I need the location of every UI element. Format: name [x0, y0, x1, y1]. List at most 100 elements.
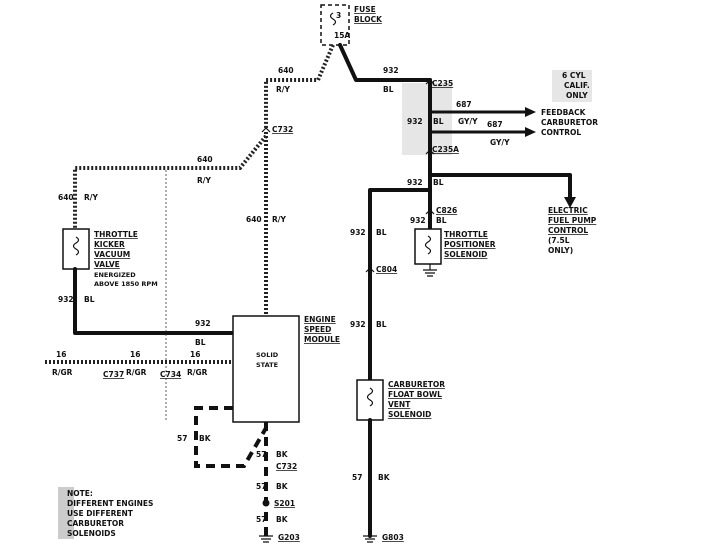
ground-g803: G803 [382, 533, 404, 542]
efp-label-3: CONTROL [548, 226, 588, 235]
wire-640-num-a: 640 [278, 66, 294, 75]
connector-c732-top: C732 [272, 125, 293, 134]
wire-bk-a: BK [378, 473, 391, 482]
connector-c804-mark [365, 267, 375, 273]
cfb-label-1: CARBURETOR [388, 380, 445, 389]
cfb-label-3: VENT [388, 400, 411, 409]
wire-ry-c: R/Y [197, 176, 212, 185]
connector-c826: C826 [436, 206, 457, 215]
throttle-kicker-vacuum-valve [62, 228, 90, 270]
esm-label-1: ENGINE [304, 315, 336, 324]
connector-c235a-mark [425, 149, 435, 155]
splice-s201: S201 [274, 499, 295, 508]
wire-57-num-c: 57 [256, 450, 266, 459]
wire-ry-b: R/Y [272, 215, 287, 224]
wire-932-num-g: 932 [58, 295, 74, 304]
connector-c235: C235 [432, 79, 453, 88]
wire-bl-a: BL [383, 85, 394, 94]
fuse-block [320, 4, 350, 46]
fuse-block-label-2: BLOCK [354, 15, 383, 24]
wire-932-fuse-right [338, 43, 432, 82]
wire-932-num-h: 932 [195, 319, 211, 328]
connector-c235a: C235A [432, 145, 459, 154]
fuse-block-label-1: FUSE [354, 5, 376, 14]
note-line-2: DIFFERENT ENGINES [67, 499, 153, 508]
tkv-label-1: THROTTLE [94, 230, 138, 239]
wire-640-num-d: 640 [58, 193, 74, 202]
cfb-label-2: FLOAT BOWL [388, 390, 442, 399]
efp-label-2: FUEL PUMP [548, 216, 597, 225]
wire-57-num-a: 57 [352, 473, 362, 482]
note-line-4: CARBURETOR [67, 519, 124, 528]
wire-bl-d: BL [436, 216, 447, 225]
wire-640-num-c: 640 [197, 155, 213, 164]
tkv-note-2: ABOVE 1850 RPM [94, 280, 158, 288]
wire-rgr-c: R/GR [187, 368, 208, 377]
note-line-1: NOTE: [67, 489, 93, 498]
tkv-label-3: VACUUM [94, 250, 130, 259]
efp-label-5: ONLY) [548, 246, 573, 255]
fuse-rating: 15A [334, 31, 350, 40]
ground-g203: G203 [278, 533, 300, 542]
wire-57-num-e: 57 [256, 515, 266, 524]
connector-c737: C737 [103, 370, 124, 379]
efp-label-4: (7.5L [548, 236, 570, 245]
wire-640-to-kicker [73, 134, 268, 228]
arrow-fuel-pump-icon [564, 197, 576, 208]
calif-label-3: ONLY [566, 91, 588, 100]
wire-ry-a: R/Y [276, 85, 291, 94]
shaded-region [402, 83, 452, 155]
note-line-5: SOLENOIDS [67, 529, 116, 538]
wire-bk-d: BK [276, 482, 289, 491]
calif-shade [552, 70, 592, 102]
wire-932-num-d: 932 [410, 216, 426, 225]
connector-c826-mark [425, 209, 435, 215]
wire-687-num-b: 687 [487, 120, 503, 129]
esm-label-2: SPEED [304, 325, 331, 334]
wire-ry-d: R/Y [84, 193, 99, 202]
wire-bk-b: BK [199, 434, 212, 443]
tkv-note-1: ENERGIZED [94, 271, 136, 279]
tps-label-2: POSITIONER [444, 240, 496, 249]
connector-c804: C804 [376, 265, 397, 274]
wire-rgr-a: R/GR [52, 368, 73, 377]
solid-state-2: STATE [256, 361, 278, 369]
wire-16-num-a: 16 [56, 350, 66, 359]
feedback-label-2: CARBURETOR [541, 118, 598, 127]
wire-bl-h: BL [195, 338, 206, 347]
wire-932-num-b: 932 [407, 117, 423, 126]
wire-rgr-b: R/GR [126, 368, 147, 377]
wire-16-num-c: 16 [190, 350, 200, 359]
wire-932-num-f: 932 [350, 320, 366, 329]
esm-label-3: MODULE [304, 335, 340, 344]
wire-57-num-b: 57 [177, 434, 187, 443]
cfb-coil-icon [366, 387, 374, 407]
wire-bl-c: BL [433, 178, 444, 187]
wire-687-num-a: 687 [456, 100, 472, 109]
cfb-label-4: SOLENOID [388, 410, 431, 419]
wire-gyy-b: GY/Y [490, 138, 510, 147]
tps-coil-icon [424, 235, 432, 255]
wire-bl-e: BL [376, 228, 387, 237]
note-line-3: USE DIFFERENT [67, 509, 134, 518]
tkv-coil-icon [72, 236, 80, 256]
wire-932-num-a: 932 [383, 66, 399, 75]
feedback-label-3: CONTROL [541, 128, 581, 137]
arrow-687-upper-icon [525, 107, 536, 117]
wire-57-num-d: 57 [256, 482, 266, 491]
g803-ground-icon [363, 535, 377, 543]
tkv-label-2: KICKER [94, 240, 125, 249]
g203-ground-icon [259, 535, 273, 543]
fuse-number: 3 [336, 11, 341, 20]
tps-ground-icon [423, 269, 437, 277]
calif-label-2: CALIF. [564, 81, 590, 90]
wire-640-fuse-left [264, 44, 335, 128]
wire-bk-e: BK [276, 515, 289, 524]
wire-bk-c: BK [276, 450, 289, 459]
calif-label-1: 6 CYL [562, 71, 586, 80]
connector-c734: C734 [160, 370, 181, 379]
note-shade [58, 487, 74, 539]
wire-bl-g: BL [84, 295, 95, 304]
